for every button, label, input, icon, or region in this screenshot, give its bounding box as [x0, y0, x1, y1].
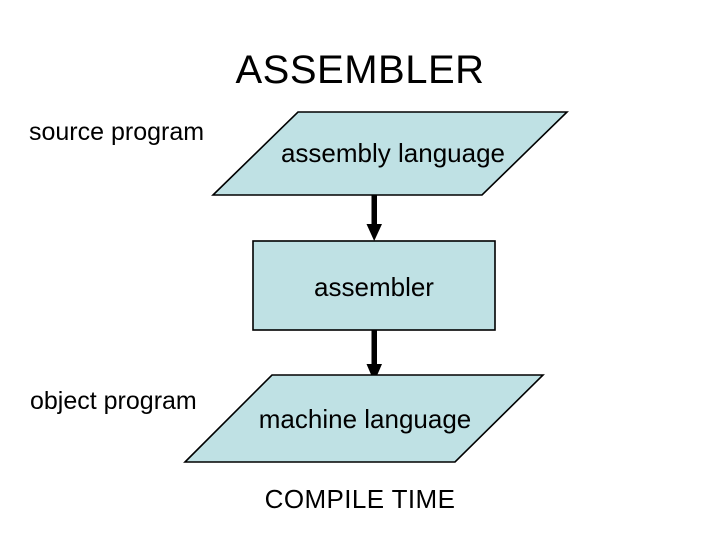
assembly-language-label: assembly language: [280, 138, 506, 168]
arrow-assembler-to-machine: [366, 330, 382, 382]
compile-time-caption: COMPILE TIME: [264, 484, 456, 514]
arrow-assembly-to-assembler: [366, 195, 382, 241]
object-program-label: object program: [30, 387, 197, 415]
source-program-label: source program: [29, 118, 205, 146]
machine-language-label: machine language: [258, 404, 472, 434]
assembler-label: assembler: [314, 272, 434, 302]
page-title: ASSEMBLER: [235, 48, 485, 92]
